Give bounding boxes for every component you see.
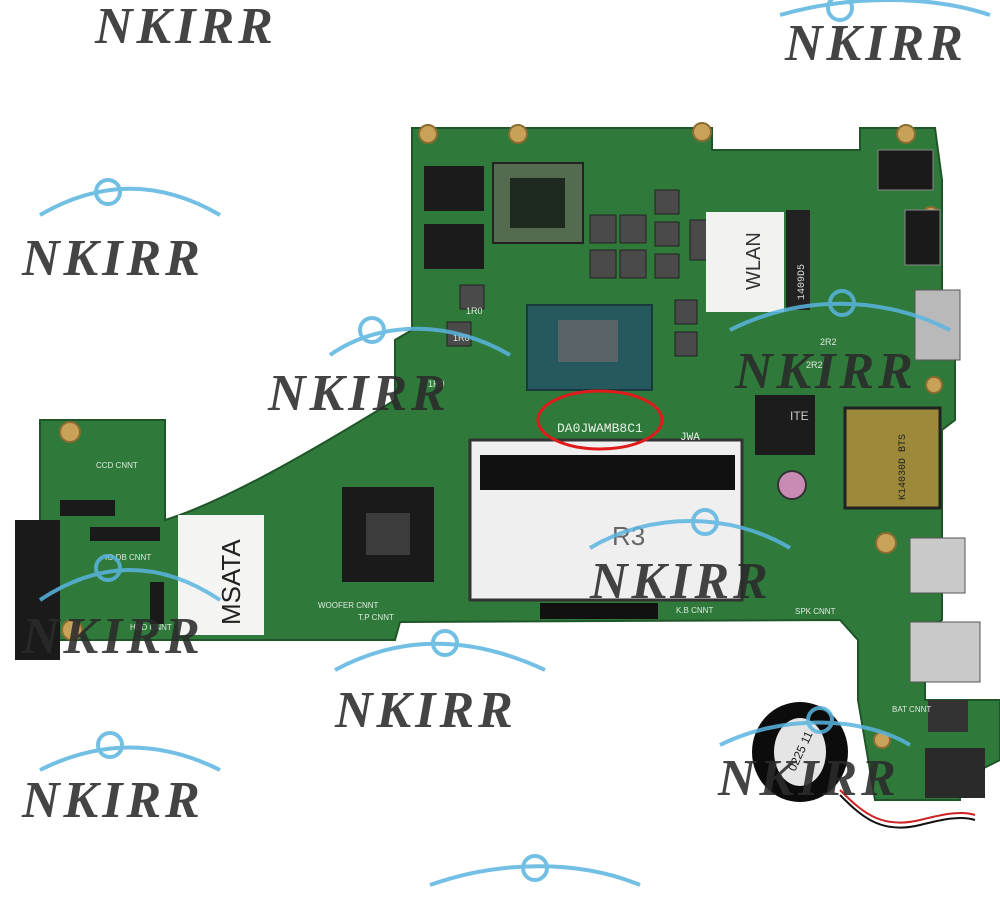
cap-silk-2: 2R2 bbox=[806, 360, 823, 370]
watermark-text: NKIRR bbox=[267, 365, 450, 422]
inductor-silk-1: 1R0 bbox=[466, 306, 483, 316]
vram-chip-1 bbox=[424, 166, 484, 211]
wlan-label: WLAN bbox=[743, 232, 765, 290]
hdd-silk: HDD CNNT bbox=[130, 623, 172, 632]
tp-silk: T.P CNNT bbox=[358, 613, 394, 622]
ec-chip bbox=[755, 395, 815, 455]
kb-connector bbox=[540, 603, 658, 619]
usb-port-2 bbox=[909, 621, 981, 683]
ccd-connector bbox=[60, 500, 115, 516]
watermark-text: NKIRR bbox=[734, 343, 917, 400]
inductor-silk-2: 1R0 bbox=[453, 333, 470, 343]
wlan-plate bbox=[706, 212, 784, 312]
iodb-silk: IO DB CNNT bbox=[105, 553, 151, 562]
wlan-slot bbox=[786, 210, 810, 310]
card-reader bbox=[843, 406, 942, 510]
cap-silk-1: 2R2 bbox=[820, 337, 837, 347]
watermark-text: NKIRR bbox=[94, 0, 277, 55]
wlan-chip-text: 1409D5 bbox=[797, 264, 808, 300]
ccd-silk: CCD CNNT bbox=[96, 461, 138, 470]
bat-silk: BAT CNNT bbox=[892, 705, 931, 714]
part-suffix: JWA bbox=[680, 432, 700, 444]
watermark-texts: NKIRR NKIRR NKIRR NKIRR NKIRR NKIRR NKIR… bbox=[21, 0, 967, 829]
spk-silk: SPK CNNT bbox=[795, 607, 836, 616]
msata-plate bbox=[178, 515, 264, 635]
watermark-text: NKIRR bbox=[21, 230, 204, 287]
msata-label: MSATA bbox=[216, 539, 246, 625]
motherboard: WLAN 1409D5 K14030D BTS ITE R3 MSATA bbox=[15, 122, 1000, 801]
part-number: DA0JWAMB8C1 bbox=[557, 421, 643, 436]
watermark-text: NKIRR bbox=[784, 15, 967, 72]
watermarks bbox=[38, 0, 991, 887]
capacitor bbox=[777, 470, 807, 500]
watermark-text: NKIRR bbox=[589, 553, 772, 610]
dc-jack bbox=[877, 149, 934, 191]
inductor-silk-3: 1R0 bbox=[428, 379, 445, 389]
usb-port-1 bbox=[909, 537, 966, 594]
bat-connector bbox=[925, 748, 985, 798]
mounting-holes bbox=[59, 122, 943, 749]
part-number-highlight bbox=[536, 389, 664, 451]
hdd-connector bbox=[150, 582, 164, 624]
watermark-text: NKIRR bbox=[717, 750, 900, 807]
watermark-text: NKIRR bbox=[21, 608, 204, 665]
woofer-silk: WOOFER CNNT bbox=[318, 601, 379, 610]
kb-silk: K.B CNNT bbox=[676, 606, 713, 615]
iodb-connector bbox=[90, 527, 160, 541]
lan-port bbox=[904, 209, 941, 266]
card-reader-text: K14030D BTS bbox=[898, 434, 909, 500]
audio-jack bbox=[928, 700, 968, 732]
ec-chip-text: ITE bbox=[790, 409, 809, 423]
vram-chip-2 bbox=[424, 224, 484, 269]
watermark-text: NKIRR bbox=[21, 772, 204, 829]
watermark-text: NKIRR bbox=[334, 682, 517, 739]
